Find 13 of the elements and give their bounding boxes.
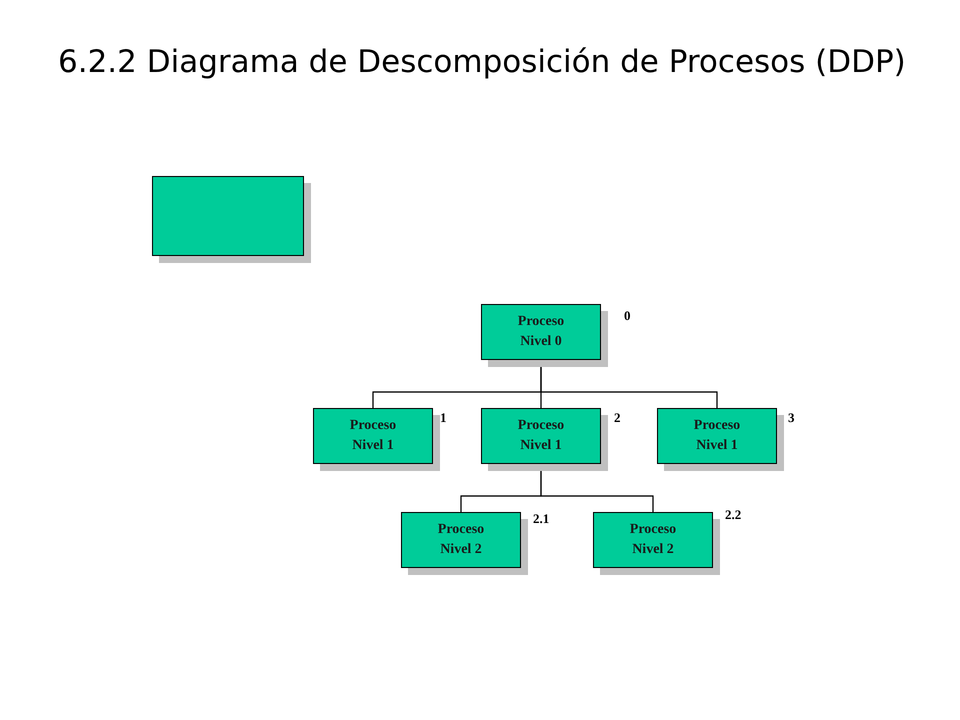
process-label: Proceso Nivel 1 [348, 417, 398, 455]
process-number: 2.1 [533, 511, 550, 527]
process-number: 2 [614, 410, 620, 426]
process-label: Proceso Nivel 2 [628, 521, 678, 559]
process-number: 0 [624, 308, 630, 324]
process-label: Proceso Nivel 0 [516, 313, 566, 351]
process-label: Proceso Nivel 1 [692, 417, 742, 455]
title: 6.2.2 Diagrama de Descomposición de Procesos (DDP) [58, 44, 906, 80]
process-number: 1 [440, 410, 446, 426]
process-label: Proceso Nivel 2 [436, 521, 486, 559]
process-label: Proceso Nivel 1 [516, 417, 566, 455]
process-number: 3 [788, 410, 794, 426]
process-number: 2.2 [725, 507, 742, 523]
